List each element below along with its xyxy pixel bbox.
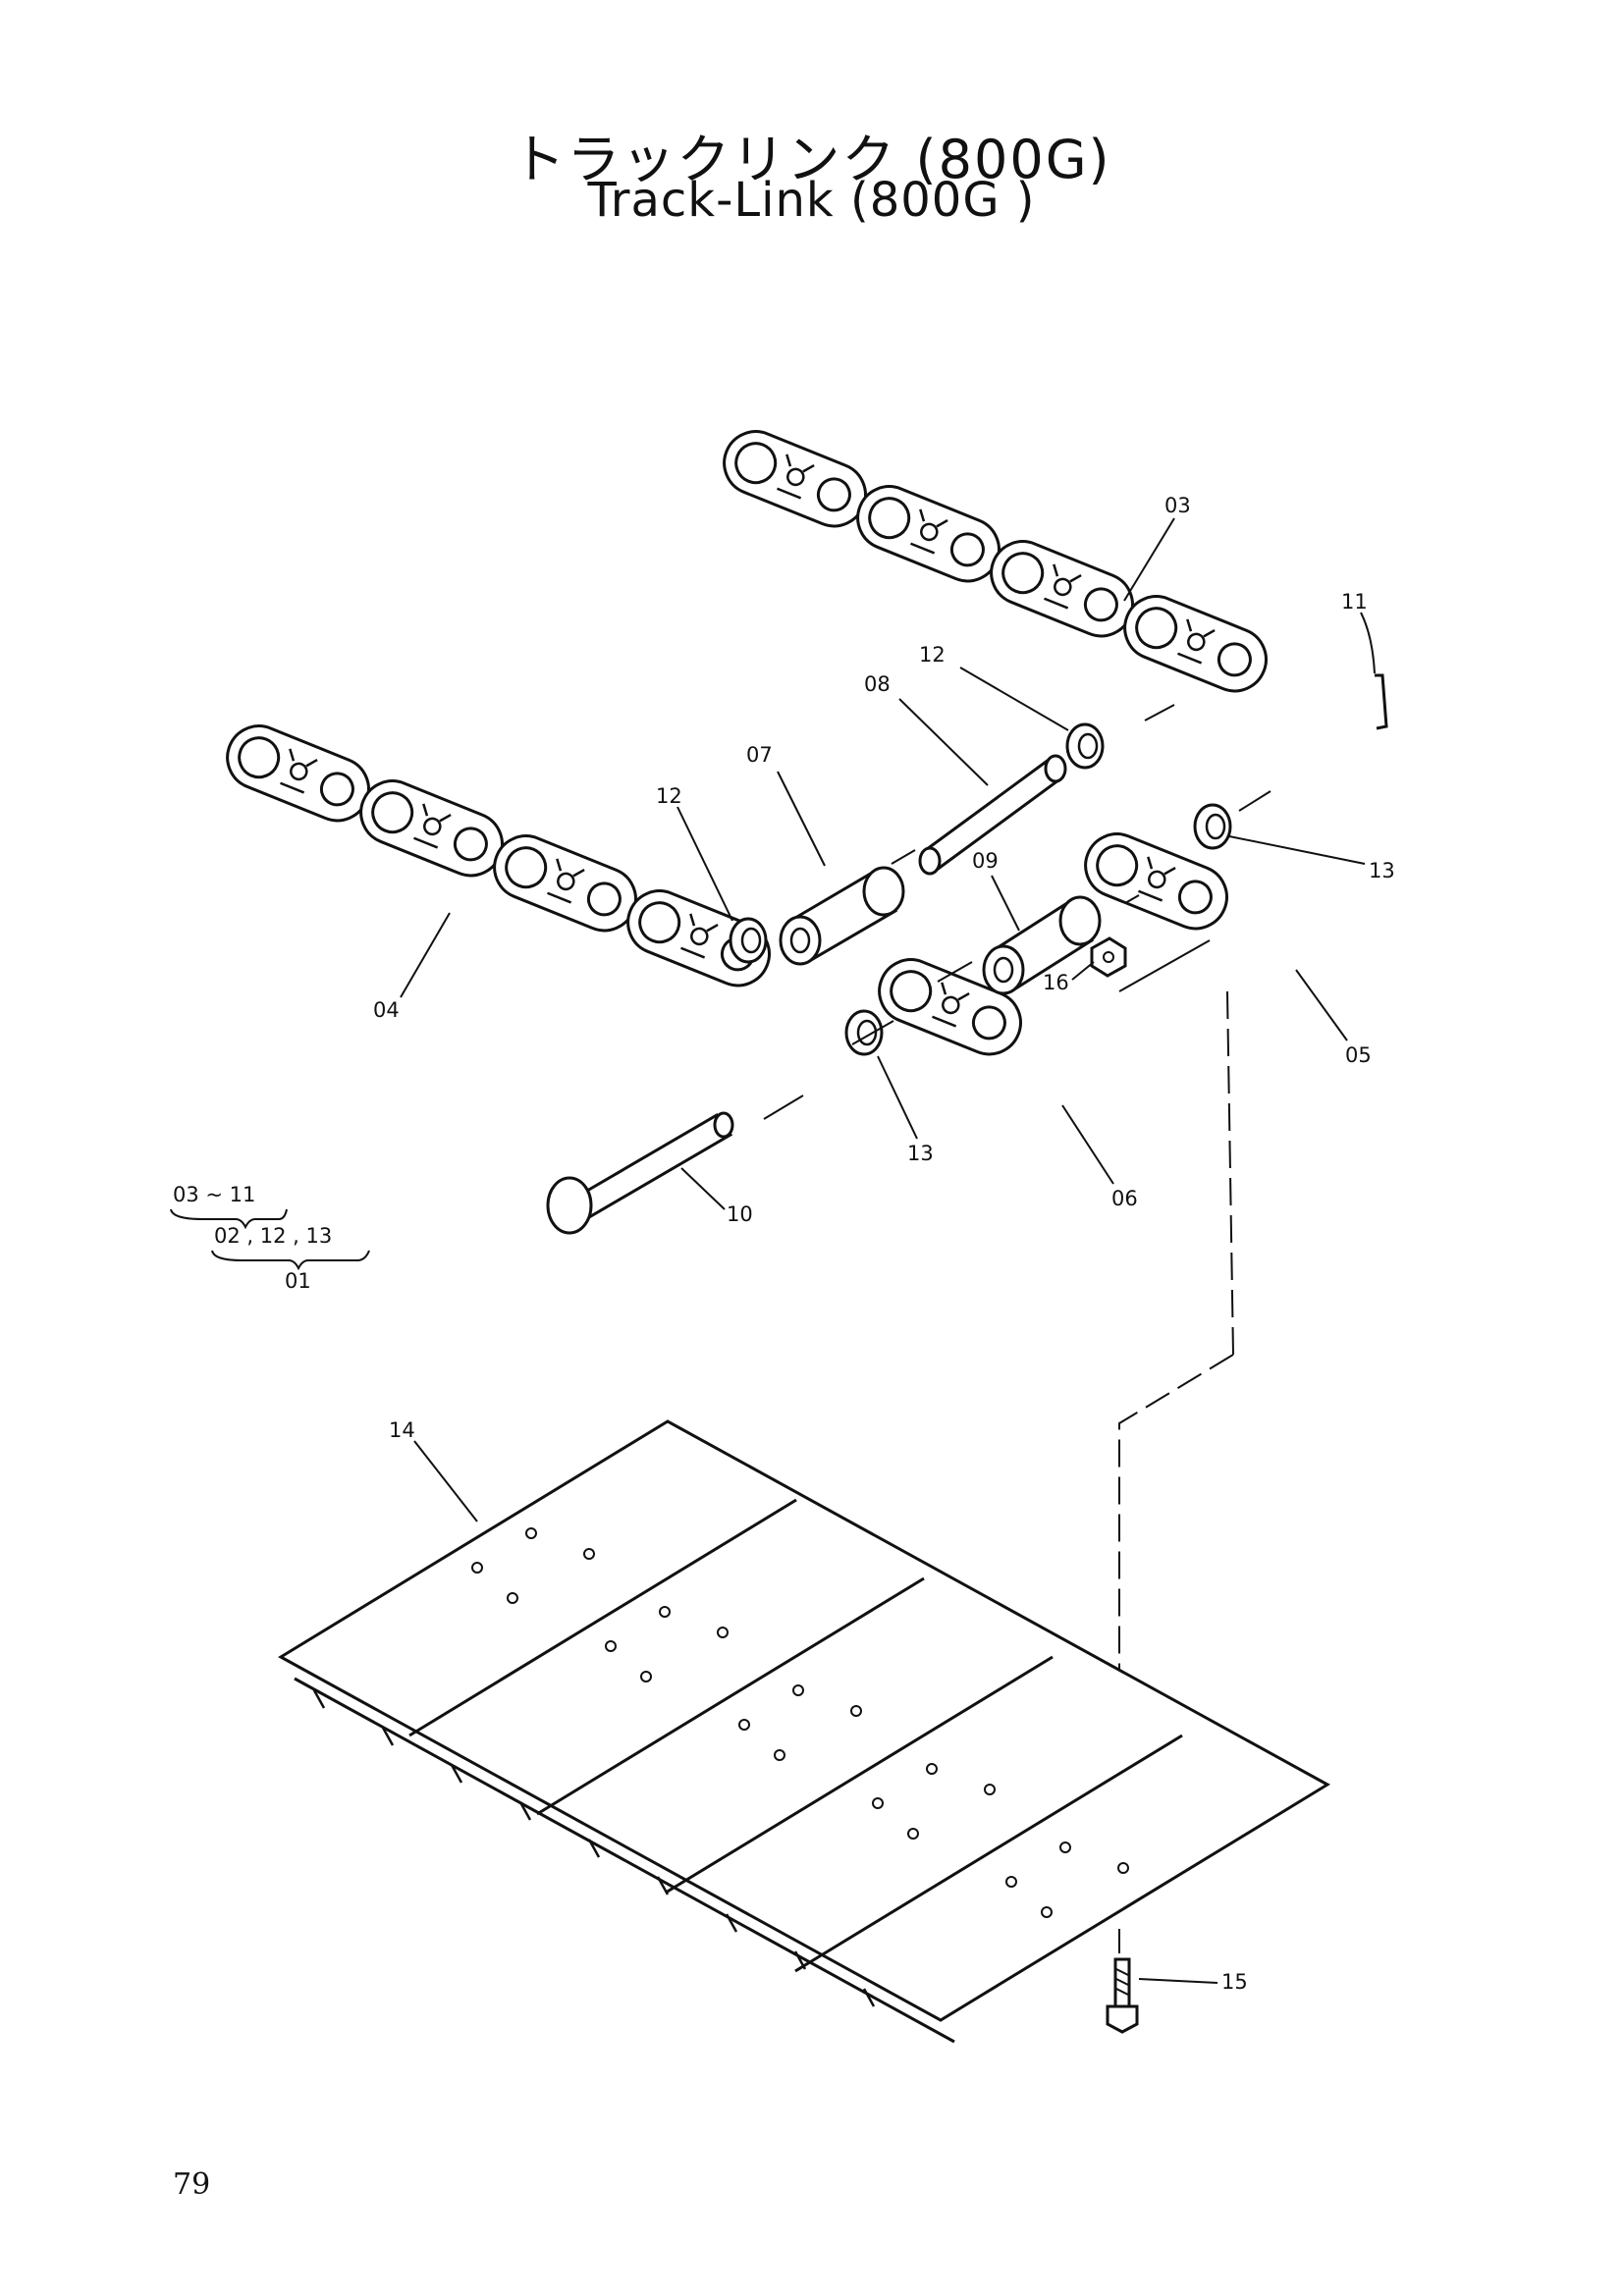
leader-lines (400, 517, 1376, 1984)
bolt-15 (1106, 1957, 1139, 2034)
callout-10: 10 (727, 1202, 753, 1226)
callout-14: 14 (389, 1418, 415, 1442)
washer-12-upper (1065, 722, 1105, 770)
master-pin-10 (546, 1111, 734, 1235)
link-chain-03 (713, 420, 1277, 703)
callout-13-right: 13 (1369, 859, 1395, 882)
callout-03: 03 (1164, 494, 1191, 517)
washer-13-right (1193, 803, 1232, 850)
bushing-09 (982, 895, 1102, 995)
title-japanese: トラックリンク (800G) (512, 129, 1111, 190)
title-english: Track-Link (800G ) (587, 173, 1036, 228)
assembly-key-row2: 02 , 12 , 13 (214, 1224, 332, 1248)
callout-12-upper: 12 (919, 643, 946, 667)
link-chain-04 (216, 715, 781, 997)
cotter-11 (1375, 673, 1388, 730)
assembly-key: 03 ~ 11 02 , 12 , 13 01 (170, 1183, 370, 1293)
nut-16 (1090, 936, 1127, 978)
bushing-07 (779, 866, 905, 966)
callout-08: 08 (864, 672, 891, 696)
callout-11: 11 (1341, 590, 1368, 614)
callout-04: 04 (373, 998, 400, 1022)
track-shoes-14 (278, 1419, 1330, 2044)
callout-12-lower: 12 (656, 784, 682, 808)
callout-09: 09 (972, 849, 999, 873)
page-number: 79 (173, 2167, 211, 2202)
callout-07: 07 (746, 743, 773, 767)
assembly-key-row3: 01 (285, 1269, 311, 1293)
callout-16: 16 (1043, 971, 1069, 994)
callout-06: 06 (1111, 1187, 1138, 1210)
callout-05: 05 (1345, 1043, 1372, 1067)
callout-13-center: 13 (907, 1142, 934, 1165)
assembly-key-row1: 03 ~ 11 (173, 1183, 255, 1206)
washer-13-center (844, 1009, 884, 1056)
callout-15: 15 (1221, 1970, 1248, 1994)
washer-12-lower (729, 917, 768, 964)
pin-08 (918, 754, 1067, 876)
